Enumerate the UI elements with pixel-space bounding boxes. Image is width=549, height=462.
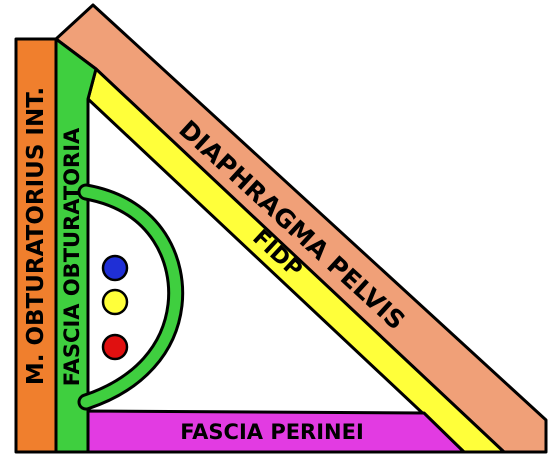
obturator-internus-label: M. OBTURATORIUS INT. — [23, 87, 49, 385]
pelvic-diaphragm-label: DIAPHRAGMA PELVIS — [173, 115, 410, 336]
vessel-red-dot — [103, 335, 127, 359]
pudendal-canal-arc-outer — [86, 192, 176, 402]
vessel-yellow-dot — [103, 290, 127, 314]
vessel-blue-dot — [103, 256, 127, 280]
obturator-fascia-label: FASCIA OBTURATORIA — [60, 127, 84, 386]
perineal-fascia-label: FASCIA PERINEI — [180, 420, 364, 444]
